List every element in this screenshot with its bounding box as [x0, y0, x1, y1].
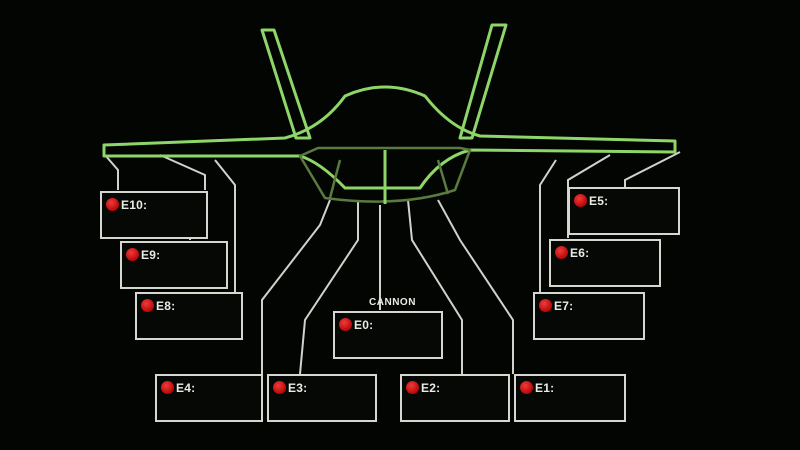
station-wires: [104, 151, 681, 375]
station-label: E5:: [589, 194, 609, 208]
station-e6[interactable]: E6:: [549, 239, 661, 287]
station-indicator-icon: [126, 248, 139, 261]
station-indicator-icon: [141, 299, 154, 312]
station-e5[interactable]: E5:: [568, 187, 680, 235]
station-indicator-icon: [273, 381, 286, 394]
cannon-title: CANNON: [369, 297, 416, 308]
station-indicator-icon: [406, 381, 419, 394]
station-e10[interactable]: E10:: [100, 191, 208, 239]
station-label: E7:: [554, 299, 574, 313]
intake-section: [298, 146, 472, 203]
station-label: E3:: [288, 381, 308, 395]
station-label: E1:: [535, 381, 555, 395]
station-label: E9:: [141, 248, 161, 262]
station-e8[interactable]: E8:: [135, 292, 243, 340]
station-label: E8:: [156, 299, 176, 313]
station-e4[interactable]: E4:: [155, 374, 263, 422]
right-tail-fin: [458, 23, 508, 140]
station-e3[interactable]: E3:: [267, 374, 377, 422]
station-e1[interactable]: E1:: [514, 374, 626, 422]
station-label: E10:: [121, 198, 148, 212]
station-indicator-icon: [106, 198, 119, 211]
station-label: E2:: [421, 381, 441, 395]
station-indicator-icon: [339, 318, 352, 331]
station-indicator-icon: [161, 381, 174, 394]
station-indicator-icon: [539, 299, 552, 312]
station-indicator-icon: [555, 246, 568, 259]
station-e2[interactable]: E2:: [400, 374, 510, 422]
fuselage-and-wings: [102, 85, 677, 190]
station-label: E4:: [176, 381, 196, 395]
station-label: E0:: [354, 318, 374, 332]
station-indicator-icon: [574, 194, 587, 207]
station-e0[interactable]: E0:: [333, 311, 443, 359]
station-e7[interactable]: E7:: [533, 292, 645, 340]
left-tail-fin: [260, 28, 312, 140]
station-e9[interactable]: E9:: [120, 241, 228, 289]
station-label: E6:: [570, 246, 590, 260]
aircraft-outline: [102, 23, 677, 204]
station-indicator-icon: [520, 381, 533, 394]
